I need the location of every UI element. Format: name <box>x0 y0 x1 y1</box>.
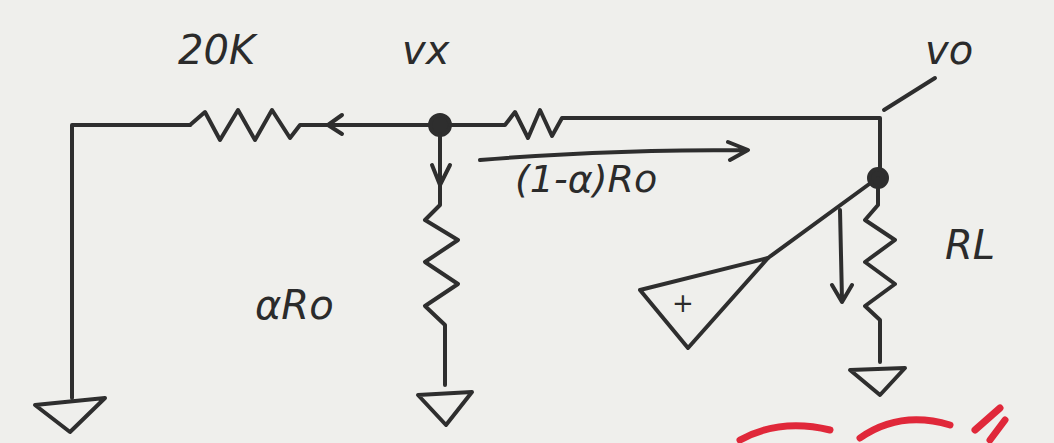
node-name: vo <box>925 30 973 70</box>
current-arrow <box>328 115 360 134</box>
red-mark <box>740 408 1005 440</box>
resistor-value: 20K <box>178 30 255 70</box>
node-name: vx <box>402 30 449 70</box>
resistor-value: αRo <box>255 285 334 325</box>
amplifier-symbol <box>640 258 768 348</box>
resistor-value: (1-α)Ro <box>515 160 657 198</box>
current-arrow <box>480 142 748 160</box>
current-arrow <box>832 210 852 302</box>
node-dot <box>430 115 450 135</box>
current-arrow <box>432 165 450 185</box>
wire <box>72 125 190 398</box>
resistor-symbol <box>425 135 458 385</box>
resistor-symbol <box>865 178 895 362</box>
resistor-symbol <box>450 110 880 175</box>
ground-symbol <box>850 368 905 395</box>
leader-line <box>884 78 935 110</box>
ground-symbol <box>35 398 105 432</box>
resistor-value: RL <box>945 225 995 265</box>
ground-symbol <box>418 392 472 425</box>
resistor-symbol <box>190 110 438 140</box>
wire <box>768 182 872 258</box>
terminal-sign: + <box>672 290 694 316</box>
